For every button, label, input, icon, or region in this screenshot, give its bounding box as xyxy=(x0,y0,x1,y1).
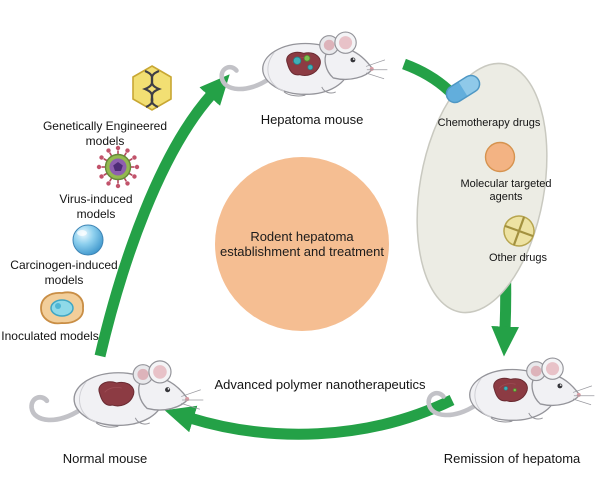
round-pill-icon xyxy=(484,141,516,173)
normal-mouse-label: Normal mouse xyxy=(62,451,148,466)
capsule-icon xyxy=(445,74,481,104)
cell-icon xyxy=(40,291,84,325)
center-title-circle: Rodent hepatoma establishment and treatm… xyxy=(215,157,389,331)
chemotherapy-drugs-label: Chemotherapy drugs xyxy=(437,117,541,129)
nanotherapeutics-arrow xyxy=(164,395,455,440)
virus-induced-models-label: Virus-induced models xyxy=(59,192,133,221)
carcinogen-sphere-icon xyxy=(72,224,104,256)
remission-mouse-label: Remission of hepatoma xyxy=(443,451,581,466)
inoculated-models-label: Inoculated models xyxy=(1,329,99,343)
center-title-line2: establishment and treatment xyxy=(219,244,385,259)
scored-tablet-icon xyxy=(503,215,535,247)
drugs-panel-ellipse xyxy=(416,62,548,314)
other-drugs-label: Other drugs xyxy=(488,252,548,264)
remission-mouse xyxy=(429,358,595,422)
hepatoma-mouse-label: Hepatoma mouse xyxy=(260,112,364,127)
molecular-targeted-agents-label: Molecular targeted agents xyxy=(460,178,552,204)
center-title-line1: Rodent hepatoma xyxy=(250,229,354,244)
dna-hexagon-icon xyxy=(132,65,172,111)
normal-mouse xyxy=(32,361,204,427)
hepatoma-mouse xyxy=(222,32,388,96)
nanotherapeutics-arrow-label: Advanced polymer nanotherapeutics xyxy=(214,377,426,392)
genetically-engineered-models-label: Genetically Engineered models xyxy=(42,119,168,148)
carcinogen-induced-models-label: Carcinogen-induced models xyxy=(10,258,118,287)
induction-arrow xyxy=(94,74,230,358)
virus-icon xyxy=(96,145,140,189)
